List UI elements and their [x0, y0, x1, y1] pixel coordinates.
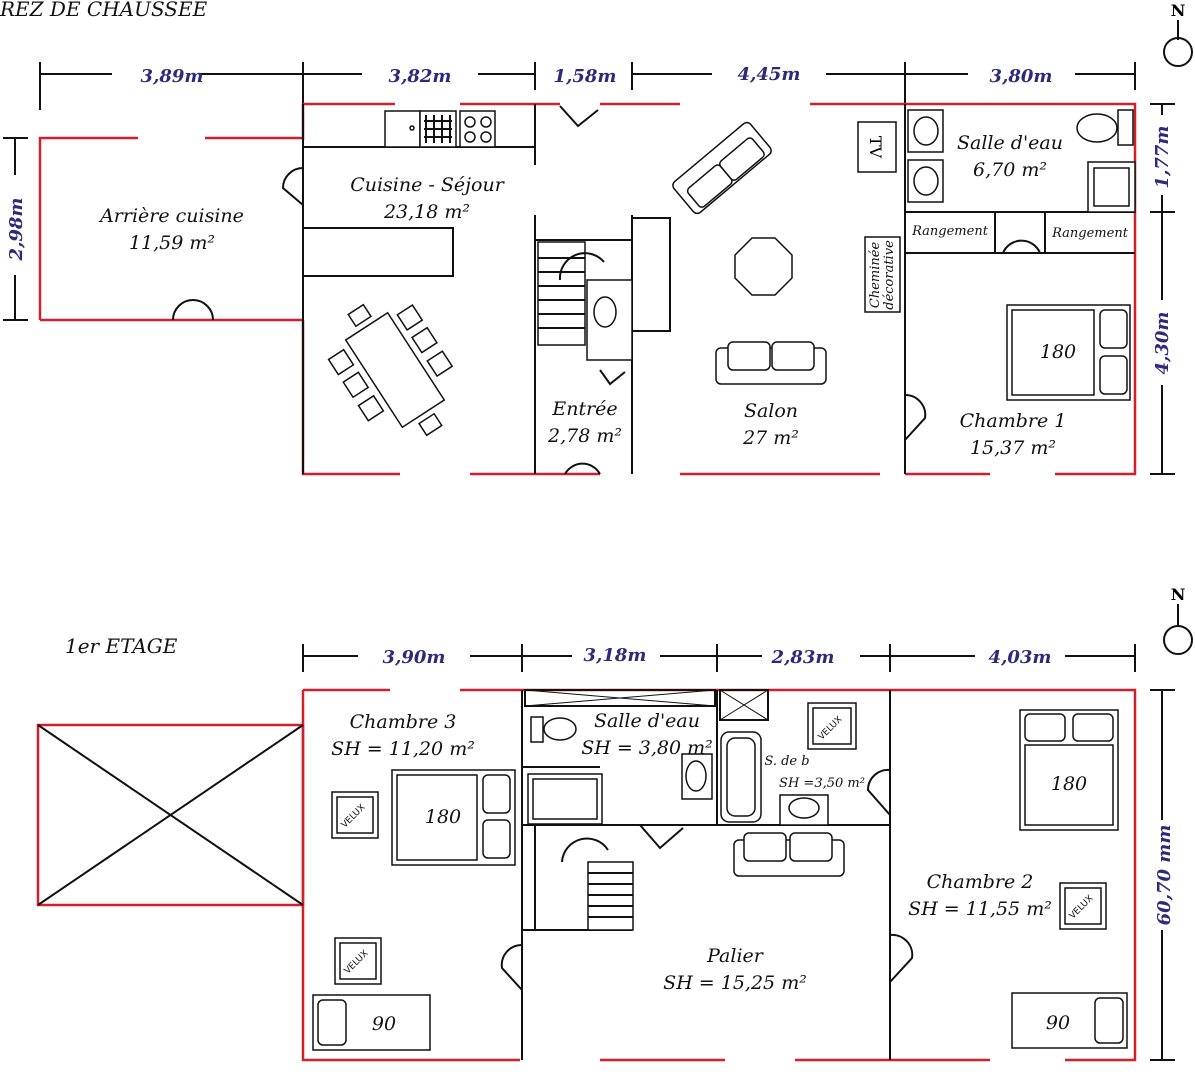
sofa-diagonal: [672, 121, 772, 215]
doors-ground: [172, 105, 1041, 475]
bed-size-label: 180: [1040, 341, 1076, 363]
north-arrow-first: N: [1163, 585, 1193, 655]
decorative-fireplace: Cheminée décorative: [864, 236, 901, 313]
fireplace-label-2: décorative: [882, 240, 897, 310]
bathroom-fixtures-ground: [907, 109, 1136, 213]
room-rangement-2: Rangement: [1051, 226, 1129, 241]
room-salle-deau-1er: Salle d'eau: [594, 710, 700, 732]
room-entree-area: 2,78 m²: [547, 425, 622, 447]
ground-floor-title: REZ DE CHAUSSEE: [0, 0, 208, 21]
room-chambre-3: Chambre 3: [350, 711, 457, 733]
dim-1-77: 1,77m: [1152, 126, 1173, 189]
first-fixtures: [527, 716, 845, 931]
room-arriere-cuisine-area: 11,59 m²: [129, 232, 215, 254]
tv-label: TV: [866, 136, 885, 159]
north-arrow-ground: N: [1163, 1, 1193, 67]
dim-2-83: 2,83m: [771, 647, 835, 668]
room-cuisine-sejour-area: 23,18 m²: [383, 201, 470, 223]
bed-c3-label: 180: [425, 806, 461, 828]
tv: TV: [857, 121, 897, 173]
dim-3-90: 3,90m: [383, 647, 446, 668]
dining-table: [327, 303, 454, 437]
dim-1-58: 1,58m: [554, 66, 617, 87]
room-chambre-2: Chambre 2: [927, 871, 1034, 893]
sofa-salon: [715, 341, 827, 385]
dim-3-18: 3,18m: [584, 645, 647, 666]
dim-3-82: 3,82m: [389, 66, 452, 87]
room-entree: Entrée: [551, 398, 617, 420]
room-salle-deau: Salle d'eau: [957, 132, 1063, 154]
room-arriere-cuisine: Arrière cuisine: [98, 205, 244, 227]
velux-windows: VELUX VELUX VELUX VELUX: [331, 702, 1107, 985]
dim-4-03: 4,03m: [989, 647, 1052, 668]
room-salle-deau-1er-area: SH = 3,80 m²: [581, 737, 713, 759]
dim-4-30: 4,30m: [1152, 312, 1173, 375]
bed-chambre1: 180: [1006, 304, 1131, 401]
room-salle-de-bain-area: SH =3,50 m²: [779, 776, 865, 791]
bed-c2-small-label: 90: [1046, 1012, 1070, 1034]
room-chambre-3-area: SH = 11,20 m²: [331, 738, 475, 760]
fireplace-label-1: Cheminée: [868, 242, 883, 309]
first-dimensions: 3,90m 3,18m 2,83m 4,03m 60,70 mm: [302, 644, 1175, 1061]
room-cuisine-sejour: Cuisine - Séjour: [350, 174, 505, 196]
dim-3-89: 3,89m: [141, 66, 204, 87]
dim-4-45: 4,45m: [738, 64, 801, 85]
room-chambre-1: Chambre 1: [960, 410, 1067, 432]
doors-first: [500, 768, 914, 991]
beds-first: 180 90 180 90: [312, 709, 1128, 1051]
kitchen-units: [384, 110, 496, 148]
room-chambre-2-area: SH = 11,55 m²: [908, 898, 1052, 920]
room-salon-area: 27 m²: [742, 427, 799, 449]
first-floor-title: 1er ETAGE: [65, 634, 178, 658]
ground-dimensions: 3,89m 3,82m 1,58m 4,45m 3,80m 2,98m 1,77…: [3, 62, 1175, 475]
bed-c3-small-label: 90: [372, 1013, 396, 1035]
room-rangement-1: Rangement: [911, 224, 989, 239]
room-salle-de-bain: S. de b: [764, 754, 809, 769]
dim-60-70: 60,70 mm: [1154, 825, 1175, 926]
bed-c2-label: 180: [1051, 773, 1087, 795]
north-label: N: [1171, 585, 1186, 604]
round-table: [734, 237, 793, 296]
dim-2-98: 2,98m: [6, 198, 27, 262]
room-salon: Salon: [744, 400, 798, 422]
room-palier-area: SH = 15,25 m²: [663, 972, 807, 994]
staircase-ground: [537, 241, 633, 361]
room-salle-deau-area: 6,70 m²: [973, 159, 1047, 181]
north-label: N: [1171, 1, 1186, 20]
room-palier: Palier: [706, 945, 765, 967]
room-chambre-1-area: 15,37 m²: [970, 437, 1056, 459]
dim-3-80: 3,80m: [990, 66, 1053, 87]
